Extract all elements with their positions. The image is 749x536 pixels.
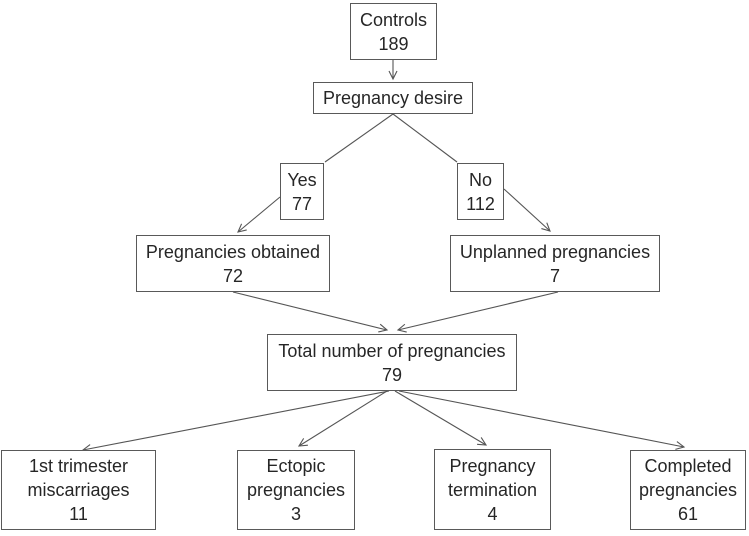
node-pregnancy-desire: Pregnancy desire bbox=[313, 82, 473, 114]
node-total-pregnancies: Total number of pregnancies 79 bbox=[267, 334, 517, 391]
node-pregnancies-obtained: Pregnancies obtained 72 bbox=[136, 235, 330, 292]
node-pregnancy-desire-label: Pregnancy desire bbox=[322, 88, 464, 108]
node-ectopic-pregnancies-value: 3 bbox=[290, 504, 301, 524]
edge-yes-to-pregnancies-obtained bbox=[237, 196, 281, 233]
edge-no-to-unplanned-pregnancies bbox=[503, 188, 551, 232]
edge-pregnancy-desire-to-no bbox=[392, 113, 458, 163]
node-no-value: 112 bbox=[466, 193, 495, 214]
node-unplanned-pregnancies: Unplanned pregnancies 7 bbox=[450, 235, 660, 292]
node-yes-value: 77 bbox=[291, 193, 313, 214]
node-pregnancies-obtained-label: Pregnancies obtained bbox=[145, 241, 321, 262]
node-controls-value: 189 bbox=[378, 33, 409, 54]
node-pregnancy-termination-label: Pregnancy termination bbox=[447, 455, 538, 500]
node-unplanned-pregnancies-label: Unplanned pregnancies bbox=[459, 241, 651, 262]
edge-unplanned-pregnancies-to-total bbox=[396, 291, 559, 333]
node-first-trimester-miscarriages-value: 11 bbox=[69, 504, 88, 524]
edge-total-to-first-trimester-miscarriages bbox=[81, 390, 390, 453]
edge-total-to-ectopic-pregnancies bbox=[297, 390, 388, 447]
node-pregnancies-obtained-value: 72 bbox=[222, 265, 244, 286]
node-total-pregnancies-label: Total number of pregnancies bbox=[278, 340, 506, 361]
node-completed-pregnancies-label: Completed pregnancies bbox=[638, 456, 738, 500]
node-first-trimester-miscarriages-label: 1st trimester miscarriages bbox=[27, 456, 130, 500]
node-pregnancy-termination: Pregnancy termination 4 bbox=[434, 449, 551, 530]
node-pregnancy-termination-value: 4 bbox=[487, 503, 498, 524]
node-completed-pregnancies-value: 61 bbox=[677, 504, 699, 524]
node-unplanned-pregnancies-value: 7 bbox=[549, 265, 560, 286]
node-no-label: No bbox=[468, 169, 492, 190]
edge-total-to-pregnancy-termination bbox=[394, 390, 488, 446]
node-controls-label: Controls bbox=[359, 9, 428, 30]
node-controls: Controls 189 bbox=[350, 3, 437, 60]
node-yes: Yes 77 bbox=[280, 163, 324, 220]
edge-total-to-completed-pregnancies bbox=[398, 390, 686, 450]
node-completed-pregnancies: Completed pregnancies 61 bbox=[630, 450, 746, 530]
node-ectopic-pregnancies: Ectopic pregnancies 3 bbox=[237, 450, 355, 530]
node-total-pregnancies-value: 79 bbox=[381, 364, 403, 385]
node-first-trimester-miscarriages: 1st trimester miscarriages 11 bbox=[1, 450, 156, 530]
edge-pregnancies-obtained-to-total bbox=[232, 291, 389, 333]
node-yes-label: Yes bbox=[287, 169, 317, 190]
node-no: No 112 bbox=[457, 163, 504, 220]
edge-pregnancy-desire-to-yes bbox=[324, 113, 394, 163]
node-ectopic-pregnancies-label: Ectopic pregnancies bbox=[246, 456, 346, 500]
